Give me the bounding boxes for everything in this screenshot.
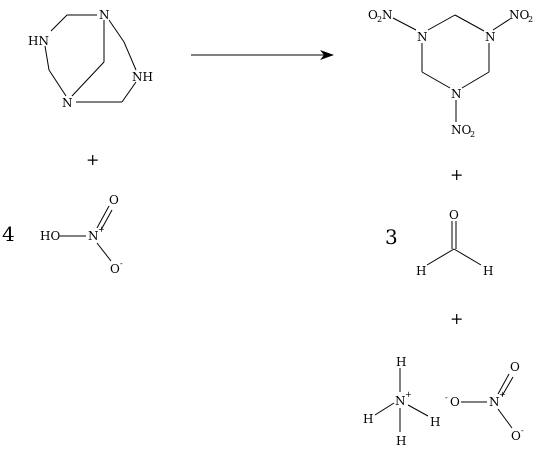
nitric-acid-o-charge: - [120, 259, 123, 268]
nitric-acid-o-top: O [109, 193, 119, 207]
rdx-nitro-left-o: O [368, 8, 378, 22]
ammonium-structure: H N + H H H [363, 355, 440, 448]
nitric-acid-structure: HO N + O O - [40, 193, 123, 276]
nitrate-o-bottom-charge: - [521, 426, 524, 435]
plus-sign-left: + [86, 150, 99, 169]
rdx-nitro-right-no: NO [509, 8, 530, 22]
formaldehyde-o: O [449, 208, 459, 222]
rdx-ring-n-bottom: N [451, 87, 462, 101]
plus-sign-right-1: + [450, 165, 463, 184]
hexamine-atom-n-bottom: N [62, 96, 73, 110]
nitrate-o-left: O [450, 395, 460, 409]
coefficient-nitric-acid: 4 [2, 222, 15, 246]
nitrate-o-left-charge: - [445, 393, 448, 402]
rdx-nitro-bottom-no: NO [451, 123, 472, 137]
rdx-ring-n-left: N [417, 30, 428, 44]
coefficient-formaldehyde: 3 [385, 225, 398, 249]
nitrate-o-top: O [510, 360, 520, 374]
plus-sign-right-2: + [450, 309, 463, 328]
rdx-nitro-right-sub: 2 [528, 15, 533, 24]
nitrate-structure: - O N + O O - [445, 360, 524, 443]
hexamine-atom-hn: HN [28, 34, 49, 48]
hexamine-structure: HN N NH N [28, 8, 153, 110]
ammonium-h-top: H [396, 355, 406, 369]
rdx-nitro-left-n: N [382, 8, 393, 22]
ammonium-h-bottom: H [396, 434, 406, 448]
nitric-acid-o-bottom: O [110, 262, 120, 276]
ammonium-h-left: H [363, 412, 373, 426]
nitric-acid-ho: HO [40, 229, 60, 243]
rdx-structure: O 2 N N N N NO 2 NO 2 [368, 8, 533, 139]
rdx-ring-n-right: N [485, 30, 496, 44]
rdx-nitro-bottom-sub: 2 [470, 130, 475, 139]
formaldehyde-structure: O H H [416, 208, 493, 278]
ammonium-charge: + [405, 390, 412, 399]
ammonium-h-right: H [430, 415, 440, 429]
formaldehyde-h-left: H [416, 264, 426, 278]
hexamine-atom-nh: NH [132, 70, 153, 84]
nitrate-n: N [489, 395, 500, 409]
formaldehyde-h-right: H [483, 264, 493, 278]
nitrate-o-bottom: O [511, 429, 521, 443]
ammonium-n: N [395, 394, 406, 408]
hexamine-atom-n-top: N [99, 8, 110, 22]
rdx-nitro-left-sub: 2 [377, 15, 382, 24]
nitric-acid-n: N [88, 229, 99, 243]
